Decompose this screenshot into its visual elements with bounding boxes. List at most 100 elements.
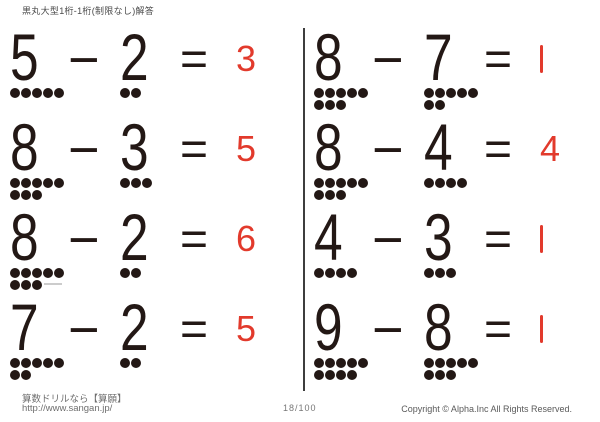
subtrahend-group: 8 — [422, 290, 484, 380]
subtrahend-group: 2 — [118, 290, 180, 368]
subtraction-problem: 8 − 2 = 6 — [2, 200, 298, 298]
minuend-dots — [10, 178, 66, 200]
subtrahend-dots — [424, 178, 484, 188]
minuend-dots — [314, 268, 370, 278]
stray-mark — [44, 283, 62, 285]
problems-column-left: 5 − 2 = 3 8 − 3 = 5 — [2, 20, 298, 388]
subtraction-problem: 8 − 7 = 1 — [306, 20, 600, 118]
subtrahend-digit: 2 — [120, 20, 149, 94]
answer-value: 5 — [236, 128, 257, 169]
minus-sign: − — [68, 210, 100, 270]
equals-sign: = — [484, 303, 513, 356]
subtrahend-digit: 2 — [120, 200, 149, 274]
subtrahend-group: 4 — [422, 110, 484, 188]
equals-sign: = — [484, 123, 513, 176]
minuend-digit: 8 — [314, 110, 343, 184]
answer-value: 4 — [540, 128, 561, 169]
subtrahend-group: 3 — [422, 200, 484, 278]
answer-value: 1 — [540, 208, 584, 270]
equals-cell: = — [180, 118, 236, 182]
equals-sign: = — [484, 33, 513, 86]
minuend-dots — [314, 178, 370, 200]
minus-cell: − — [370, 208, 422, 272]
answer-value: 1 — [540, 298, 584, 360]
minus-cell: − — [66, 118, 118, 182]
minuend-group: 5 — [8, 20, 66, 98]
minus-sign: − — [68, 300, 100, 360]
minus-cell: − — [66, 298, 118, 362]
subtraction-problem: 8 − 3 = 5 — [2, 110, 298, 208]
answer-value: 5 — [236, 308, 257, 349]
subtraction-problem: 7 − 2 = 5 — [2, 290, 298, 388]
equals-sign: = — [180, 303, 209, 356]
subtrahend-dots — [120, 88, 180, 98]
minuend-group: 8 — [312, 110, 370, 200]
minus-sign: − — [372, 210, 404, 270]
minuend-digit: 8 — [10, 110, 39, 184]
minuend-digit: 8 — [10, 200, 39, 274]
column-divider — [303, 28, 305, 391]
minus-cell: − — [370, 118, 422, 182]
minuend-group: 7 — [8, 290, 66, 380]
subtrahend-digit: 2 — [120, 290, 149, 364]
subtrahend-dots — [424, 268, 484, 278]
footer-site-text: 算数ドリルなら【算願】 — [22, 394, 127, 405]
subtrahend-digit: 3 — [120, 110, 149, 184]
minuend-group: 8 — [8, 110, 66, 200]
subtrahend-dots — [424, 358, 484, 380]
minuend-dots — [314, 358, 370, 380]
equals-cell: = — [484, 298, 540, 362]
equals-sign: = — [180, 33, 209, 86]
subtraction-problem: 5 − 2 = 3 — [2, 20, 298, 118]
copyright-text: Copyright © Alpha.Inc All Rights Reserve… — [401, 404, 572, 414]
subtrahend-dots — [120, 268, 180, 278]
minuend-dots — [10, 268, 66, 290]
subtrahend-digit: 8 — [424, 290, 453, 364]
minus-cell: − — [370, 28, 422, 92]
minuend-digit: 5 — [10, 20, 39, 94]
subtrahend-digit: 7 — [424, 20, 453, 94]
equals-cell: = — [484, 208, 540, 272]
subtrahend-group: 2 — [118, 200, 180, 278]
minuend-group: 4 — [312, 200, 370, 278]
minus-cell: − — [66, 28, 118, 92]
minuend-digit: 9 — [314, 290, 343, 364]
minuend-digit: 8 — [314, 20, 343, 94]
equals-sign: = — [180, 213, 209, 266]
subtrahend-group: 3 — [118, 110, 180, 188]
page-title: 黒丸大型1桁-1桁(制限なし)解答 — [22, 6, 155, 16]
subtraction-problem: 4 − 3 = 1 — [306, 200, 600, 298]
subtraction-problem: 9 − 8 = 1 — [306, 290, 600, 388]
minuend-group: 8 — [8, 200, 66, 290]
equals-cell: = — [180, 298, 236, 362]
subtrahend-digit: 4 — [424, 110, 453, 184]
subtrahend-dots — [120, 178, 180, 188]
minuend-dots — [10, 88, 66, 98]
answer-value: 6 — [236, 218, 257, 259]
subtrahend-dots — [120, 358, 180, 368]
subtrahend-group: 2 — [118, 20, 180, 98]
footer-url: http://www.sangan.jp/ — [22, 403, 113, 414]
answer-value: 3 — [236, 38, 257, 79]
minus-sign: − — [68, 30, 100, 90]
subtraction-problem: 8 − 4 = 4 — [306, 110, 600, 208]
minus-sign: − — [372, 300, 404, 360]
answer-value: 1 — [540, 28, 584, 90]
minus-sign: − — [372, 120, 404, 180]
subtrahend-digit: 3 — [424, 200, 453, 274]
subtrahend-group: 7 — [422, 20, 484, 110]
minuend-group: 8 — [312, 20, 370, 110]
equals-sign: = — [180, 123, 209, 176]
minuend-dots — [314, 88, 370, 110]
minuend-dots — [10, 358, 66, 380]
page-indicator: 18/100 — [283, 403, 317, 413]
minus-sign: − — [372, 30, 404, 90]
minuend-digit: 4 — [314, 200, 343, 274]
equals-cell: = — [484, 28, 540, 92]
problems-column-right: 8 − 7 = 1 8 − 4 = 4 — [306, 20, 600, 388]
minuend-digit: 7 — [10, 290, 39, 364]
minus-sign: − — [68, 120, 100, 180]
equals-cell: = — [180, 208, 236, 272]
minus-cell: − — [66, 208, 118, 272]
